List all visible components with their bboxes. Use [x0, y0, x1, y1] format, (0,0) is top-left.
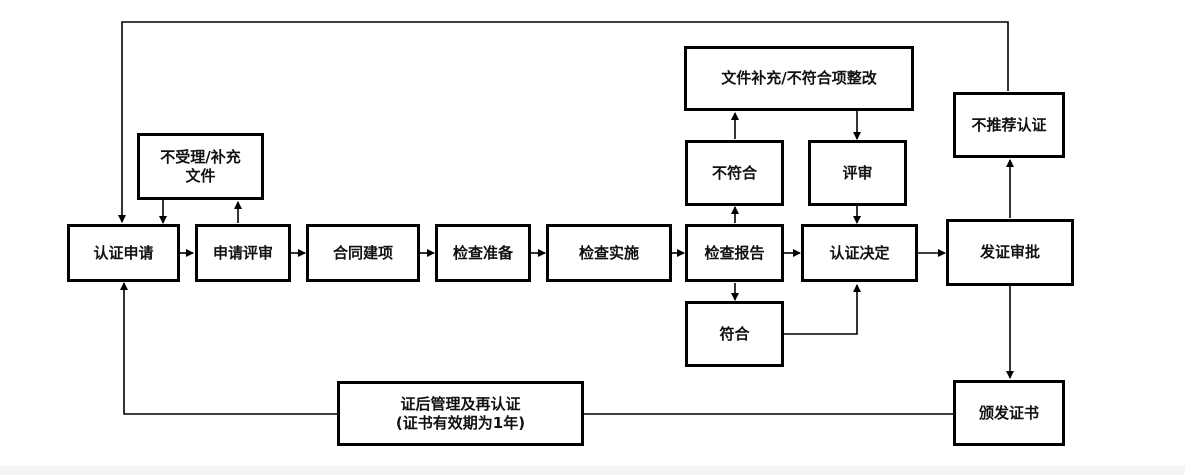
- node-label: 检查实施: [578, 243, 639, 262]
- node-label: 符合: [719, 324, 750, 343]
- node-inspect-impl: 检查实施: [546, 224, 672, 282]
- node-label: 证后管理及再认证 (证书有效期为1年): [395, 394, 526, 432]
- node-apply: 认证申请: [67, 224, 180, 282]
- node-contract: 合同建项: [306, 224, 420, 282]
- node-label: 检查准备: [452, 243, 513, 262]
- node-label: 认证决定: [829, 243, 890, 262]
- node-reject-supplement: 不受理/补充 文件: [137, 133, 264, 200]
- node-review: 评审: [808, 140, 907, 206]
- arrow-notrecommend-to-apply: [118, 21, 1009, 223]
- node-inspect-prep: 检查准备: [435, 224, 531, 282]
- node-label: 文件补充/不符合项整改: [721, 69, 877, 87]
- node-post-mgmt: 证后管理及再认证 (证书有效期为1年): [337, 381, 584, 446]
- arrow-conform-to-decision: [784, 284, 861, 335]
- node-label: 认证申请: [93, 243, 154, 262]
- node-cert-decision: 认证决定: [801, 224, 918, 282]
- node-nonconform: 不符合: [685, 140, 784, 206]
- bottom-strip: [0, 466, 1185, 475]
- node-label: 合同建项: [332, 243, 393, 262]
- node-label: 颁发证书: [978, 403, 1039, 422]
- node-app-review: 申请评审: [195, 224, 291, 282]
- node-cert-approve: 发证审批: [946, 219, 1074, 286]
- node-label: 检查报告: [704, 243, 765, 262]
- node-label: 申请评审: [212, 243, 273, 262]
- arrow-postmgmt-to-apply: [120, 282, 337, 415]
- node-label: 不受理/补充 文件: [160, 147, 241, 185]
- node-label: 不符合: [711, 163, 757, 182]
- node-label: 不推荐认证: [971, 115, 1047, 134]
- node-supplement-fix: 文件补充/不符合项整改: [684, 46, 914, 111]
- node-label: 评审: [842, 163, 873, 182]
- node-inspect-report: 检查报告: [685, 224, 784, 282]
- node-not-recommend: 不推荐认证: [953, 92, 1065, 158]
- node-issue-cert: 颁发证书: [953, 380, 1065, 446]
- node-conform: 符合: [685, 301, 784, 367]
- node-label: 发证审批: [979, 243, 1040, 261]
